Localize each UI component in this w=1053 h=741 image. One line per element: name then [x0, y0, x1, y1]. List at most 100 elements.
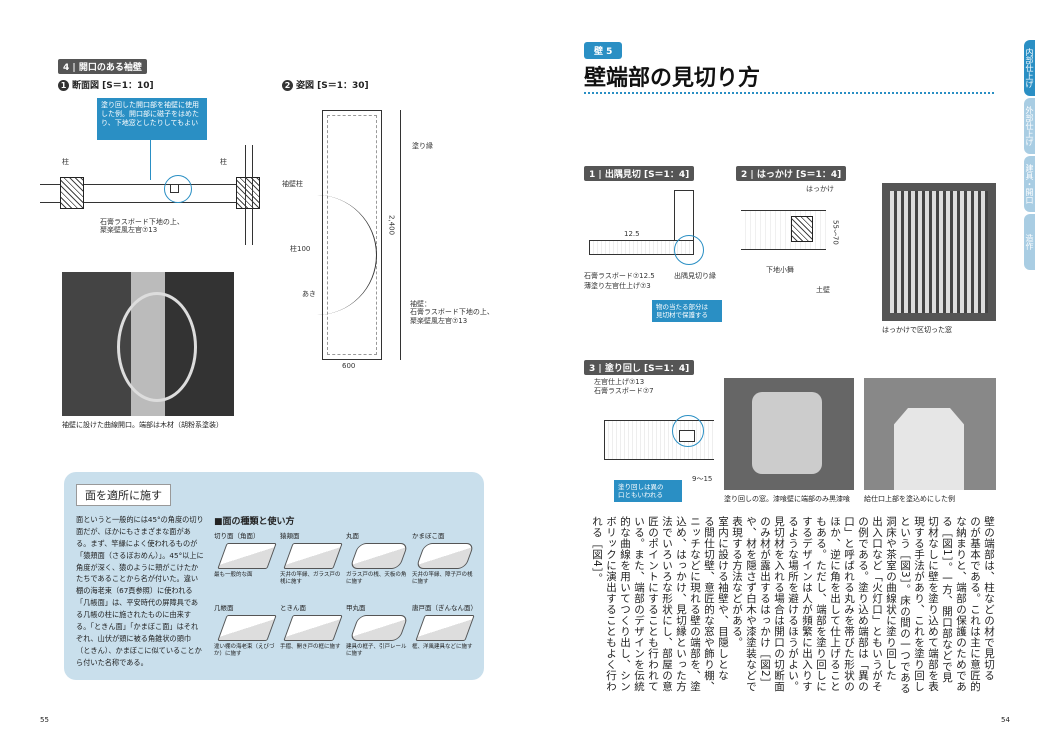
side-tab[interactable]: 造作: [1024, 214, 1035, 270]
title-rule: [584, 92, 994, 94]
dim-r1-0: 12.5: [624, 230, 640, 238]
side-tabs: 内部仕上げ外部仕上げ建具・開口造作: [1024, 40, 1053, 272]
men-type-item: かまぼこ面天井の竿縁、障子戸の桟に施す: [412, 530, 476, 600]
men-type-item: 唐戸面（ぎんなん面）框、洋風建具などに施す: [412, 602, 477, 672]
men-type-use: 天井の竿縁、障子戸の桟に施す: [412, 572, 473, 586]
men-type-shape: [217, 615, 277, 641]
men-types-title: ■面の種類と使い方: [214, 517, 295, 527]
body-text-column: る間仕切壁、意匠的な窓や飾り棚、: [703, 516, 715, 692]
men-title: 面を適所に施す: [76, 484, 171, 506]
label-hashira: 柱100: [290, 245, 311, 253]
body-text-column: 出入口など「火灯口」ともいうがそ: [871, 516, 883, 692]
men-type-name: 唐戸面（ぎんなん面）: [412, 604, 477, 612]
section-drawing: 柱 柱 石膏ラスボード下地の上、 聚楽壁風左官⑦13: [40, 140, 280, 250]
men-box: 面を適所に施す 面というと一般的には45°の角度の切り面だが、ほかにもさまざまな…: [64, 472, 484, 680]
dim-r3-4: 9〜15: [692, 475, 713, 483]
dim-height: 2,400: [387, 215, 396, 236]
body-text-column: ニッチなどに現れる壁の端部を、塗: [689, 516, 701, 692]
note-r1-0: 石膏ラスボード⑦12.5: [584, 272, 655, 280]
body-text-column: 現する手法があり、これを塗り回し: [913, 516, 925, 692]
body-text-column: ほか、逆に角を出して仕上げること: [829, 516, 841, 692]
note-r3-cyan: 塗り回しは異の 口ともいわれる: [614, 480, 682, 502]
men-type-use: 建具の框子、引戸レールに施す: [346, 644, 407, 658]
photo-caption-r2: 塗り回しの窓。漆喰壁に端部のみ黒漆喰: [724, 495, 850, 503]
men-type-name: 几帳面: [214, 604, 234, 612]
men-type-item: 切り面（角面）最も一般的な面: [214, 530, 278, 600]
men-type-item: 丸面ガラス戸の桟、天板の角に施す: [346, 530, 410, 600]
post-left: [60, 177, 84, 209]
men-type-name: 猿頬面: [280, 532, 300, 540]
side-tab[interactable]: 内部仕上げ: [1024, 40, 1035, 96]
body-text-column: 室内に設ける袖壁や、目隠しとな: [717, 516, 729, 681]
men-type-item: ときん面手摺、開き戸の框に施す: [280, 602, 344, 672]
body-text-column: るような場所を避けるほうがよい。: [787, 516, 799, 692]
label-finish: 石膏ラスボード下地の上、 聚楽壁風左官⑦13: [100, 218, 184, 235]
note-r2-1: 下地小舞: [766, 266, 794, 274]
post-right: [236, 177, 260, 209]
photo-hakkake-window: [882, 183, 996, 321]
leader-line: [150, 140, 151, 180]
photo-kyujiguchi: [864, 378, 996, 490]
note-r1-2: 出隅見切り縁: [674, 272, 716, 280]
body-text-column: のが基本である。これは主に意匠的: [969, 516, 981, 692]
photo-nurimawashi-window: [724, 378, 854, 490]
men-types-grid: 切り面（角面）最も一般的な面猿頬面天井の竿縁、ガラス戸の桟に施す丸面ガラス戸の桟…: [214, 530, 479, 675]
page-number-right: 54: [1001, 716, 1010, 724]
body-text-column: 法でいろいろな形状にし、部屋の意: [661, 516, 673, 692]
body-text-column: 込め、はっかけ、見切縁といった方: [675, 516, 687, 692]
body-text-column: 表現する方法などがある。: [731, 516, 743, 648]
men-type-use: 手摺、開き戸の框に施す: [280, 644, 341, 650]
page-number-left: 55: [40, 716, 49, 724]
men-type-item: 几帳面違い棚の海老束（えびづか）に施す: [214, 602, 278, 672]
men-type-name: 丸面: [346, 532, 359, 540]
men-type-item: 甲丸面建具の框子、引戸レールに施す: [346, 602, 410, 672]
fig-r2-header: 2 | はっかけ [S＝1：4]: [736, 162, 847, 181]
photo-curved-opening: [62, 272, 234, 416]
men-type-use: 天井の竿縁、ガラス戸の桟に施す: [280, 572, 341, 586]
section-4-header: 4 | 開口のある袖壁: [58, 55, 147, 74]
fig-r1-header: 1 | 出隅見切 [S＝1：4]: [584, 162, 695, 181]
label-nurimawashi: 塗り縁: [412, 142, 433, 150]
body-text-column: のみ材が露出するはっかけ［図2］: [759, 516, 771, 689]
note-r3-0: 左官仕上げ⑦13: [594, 378, 645, 386]
body-text-column: な納まりと、端部の保護のためであ: [955, 516, 967, 692]
body-text-column: 切材なしに壁を塗り込めて端部を表: [927, 516, 939, 692]
body-text-column: という［図3］。床の間の一つである: [899, 516, 911, 694]
body-text-column: 口」と呼ばれる丸みを帯びた形状の: [843, 516, 855, 692]
fig-r3-header: 3 | 塗り回し [S＝1：4]: [584, 356, 695, 375]
men-type-shape: [415, 615, 475, 641]
dim-width: 600: [342, 362, 356, 370]
men-type-shape: [415, 543, 475, 569]
body-text-column: 的な曲線を用いてつくり出し、シン: [619, 516, 631, 692]
side-tab[interactable]: 建具・開口: [1024, 156, 1035, 212]
fig-r1-drawing: 12.5 石膏ラスボード⑦12.5 薄塗り左官仕上げ⑦3 出隅見切り縁 物の当た…: [584, 180, 734, 322]
label-ake: あき: [302, 290, 316, 298]
note-r2-0: はっかけ: [806, 185, 834, 193]
men-type-item: 猿頬面天井の竿縁、ガラス戸の桟に施す: [280, 530, 344, 600]
body-text-column: するデザインは人が頻繁に出入りす: [801, 516, 813, 692]
label-sodekabe: 袖壁柱: [282, 180, 303, 188]
fig-r3-drawing: 左官仕上げ⑦13 石膏ラスボード⑦7 塗り回しは異の 口ともいわれる 9〜15: [584, 375, 714, 502]
body-text: 壁の端部は、柱などの材で見切るのが基本である。これは主に意匠的な納まりと、端部の…: [584, 516, 998, 694]
men-type-name: 切り面（角面）: [214, 532, 260, 540]
men-type-name: 甲丸面: [346, 604, 366, 612]
body-text-column: 匠のポイントにすることも行われて: [647, 516, 659, 692]
body-text-column: ボリックに演出することもよく行わ: [605, 516, 617, 692]
page-title: 壁端部の見切り方: [584, 66, 761, 91]
body-text-column: 見切材を入れる場合は開口の切断面: [773, 516, 785, 692]
note-r1-1: 薄塗り左官仕上げ⑦3: [584, 282, 651, 290]
men-type-shape: [283, 543, 343, 569]
fig-r2-drawing: はっかけ 下地小舞 土壁 55〜70: [736, 180, 866, 300]
men-type-name: かまぼこ面: [412, 532, 445, 540]
side-tab[interactable]: 外部仕上げ: [1024, 98, 1035, 154]
elevation-drawing: 2,400 600 塗り縁 袖壁柱 柱100 あき 袖壁： 石膏ラスボード下地の…: [282, 100, 494, 370]
photo-caption-left: 袖壁に設けた曲線開口。端部は木材（胡粉系塗装）: [62, 421, 223, 429]
photo-caption-r1: はっかけで区切った窓: [882, 326, 952, 334]
detail-circle: [164, 175, 192, 203]
men-type-shape: [283, 615, 343, 641]
men-body: 面というと一般的には45°の角度の切り面だが、ほかにもさまざまな面がある。まず、…: [76, 515, 204, 667]
body-text-column: や、材を隠さず白木や漆塗装などで: [745, 516, 757, 692]
